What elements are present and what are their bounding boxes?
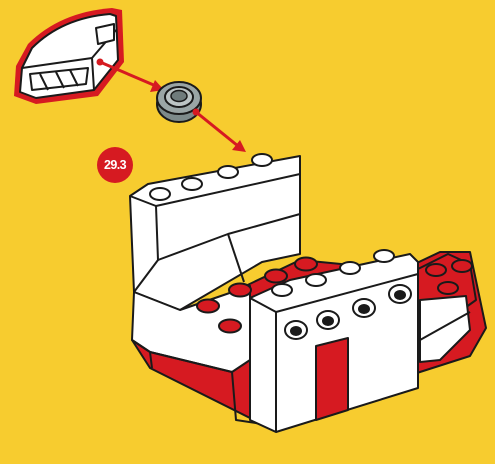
- round-plate-part-icon: [157, 82, 201, 122]
- placement-arrow-icon: [193, 109, 247, 153]
- sloped-tile-part-icon: [14, 8, 124, 104]
- step-number-badge: 29.3: [97, 147, 133, 183]
- brick-assembly-icon: [130, 154, 486, 432]
